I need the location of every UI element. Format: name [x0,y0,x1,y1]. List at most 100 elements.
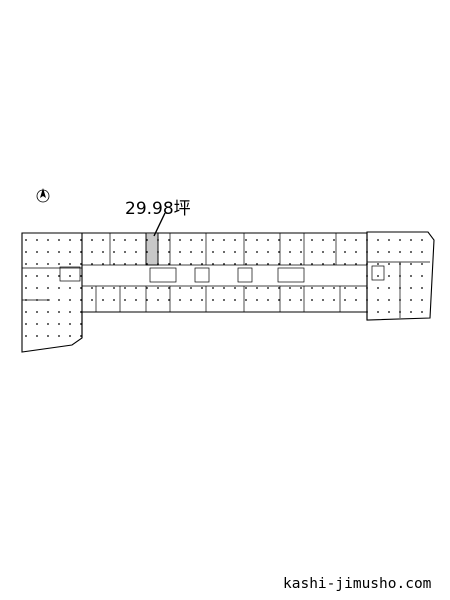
column-dot [146,287,148,289]
column-dot [256,287,258,289]
column-dot [333,251,335,253]
column-dot [278,263,280,265]
column-dot [355,287,357,289]
column-dot [234,287,236,289]
column-dot [245,287,247,289]
column-dot [146,299,148,301]
column-dot [245,239,247,241]
column-dot [168,251,170,253]
column-dot [113,251,115,253]
column-dot [289,251,291,253]
column-dot [223,299,225,301]
column-dot [168,299,170,301]
column-dot [58,251,60,253]
column-dot [58,311,60,313]
column-dot [355,251,357,253]
column-dot [399,287,401,289]
column-dot [388,239,390,241]
column-dot [36,251,38,253]
column-dot [69,287,71,289]
column-dot [47,275,49,277]
column-dot [80,299,82,301]
column-dot [69,299,71,301]
column-dot [190,239,192,241]
column-dot [69,323,71,325]
column-dot [168,239,170,241]
column-dot [157,287,159,289]
central-corridor [59,265,385,283]
column-dot [366,287,368,289]
column-dot [399,239,401,241]
highlighted-unit [145,232,159,266]
column-dot [69,251,71,253]
north-arrow-icon [36,188,50,203]
column-dot [157,299,159,301]
column-dot [80,323,82,325]
column-dot [80,263,82,265]
column-dot [179,239,181,241]
column-dot [421,275,423,277]
column-dot [113,239,115,241]
column-dot [410,263,412,265]
column-dot [25,275,27,277]
column-dot [91,299,93,301]
column-dot [113,299,115,301]
column-dot [212,239,214,241]
column-dot [168,263,170,265]
column-dot [201,287,203,289]
column-dot [190,299,192,301]
column-dot [135,263,137,265]
column-dot [102,239,104,241]
area-label: 29.98坪 [125,199,191,219]
column-dot [333,239,335,241]
column-dot [300,299,302,301]
column-dot [355,239,357,241]
column-dot [201,251,203,253]
column-dot [344,263,346,265]
column-dot [388,311,390,313]
column-dot [366,311,368,313]
column-dot [300,287,302,289]
column-dot [289,239,291,241]
column-dot [201,299,203,301]
column-dot [36,287,38,289]
column-dot [234,251,236,253]
column-dot [36,275,38,277]
column-dot [212,299,214,301]
column-dot [47,311,49,313]
column-dot [91,239,93,241]
column-dot [300,239,302,241]
column-dot [102,263,104,265]
column-dot [47,323,49,325]
column-dot [421,287,423,289]
column-dot [344,239,346,241]
column-dot [58,239,60,241]
column-dot [80,239,82,241]
core-box [237,267,253,283]
column-dot [377,275,379,277]
column-dot [410,299,412,301]
column-dot [388,299,390,301]
column-dot [69,263,71,265]
column-dot [333,299,335,301]
column-dot [410,275,412,277]
column-dot [421,239,423,241]
column-dot [91,251,93,253]
column-dot [245,251,247,253]
column-dot [322,287,324,289]
column-dot [157,263,159,265]
column-dot [388,263,390,265]
column-dot [421,299,423,301]
column-dot [410,287,412,289]
column-dot [36,335,38,337]
column-dot [102,299,104,301]
column-dot [344,287,346,289]
column-dot [25,239,27,241]
column-dot [256,263,258,265]
column-dot [113,287,115,289]
column-dot [322,239,324,241]
column-dot [300,251,302,253]
column-dot [289,287,291,289]
column-dot [58,263,60,265]
core-box [194,267,210,283]
